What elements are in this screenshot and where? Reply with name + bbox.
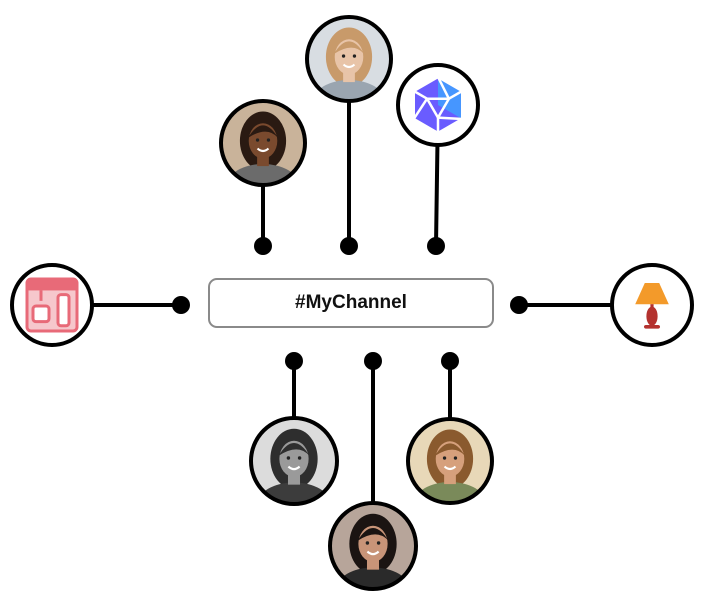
connector-dot <box>441 352 459 370</box>
channel-box[interactable]: #MyChannel <box>208 278 494 328</box>
connector-lines <box>90 99 614 505</box>
avatar-woman-blonde[interactable] <box>305 15 393 122</box>
connector-line <box>434 142 440 248</box>
polyhedron-logo-icon[interactable] <box>396 63 480 147</box>
member-nodes <box>10 15 694 611</box>
avatar-woman-dark-hair[interactable] <box>328 501 418 611</box>
connector-dot <box>340 237 358 255</box>
table-lamp-icon[interactable] <box>610 263 694 347</box>
connector-dot <box>254 237 272 255</box>
connector-dot <box>364 352 382 370</box>
avatar-man-grayscale[interactable] <box>249 416 339 526</box>
connector-dot <box>172 296 190 314</box>
coffee-machine-icon[interactable] <box>10 263 94 347</box>
connector-dot <box>285 352 303 370</box>
connector-dot <box>427 237 445 255</box>
avatar-woman-curly-hair[interactable] <box>219 99 307 206</box>
channel-label: #MyChannel <box>295 292 407 313</box>
avatar-man-glasses[interactable] <box>406 417 494 524</box>
connector-dot <box>510 296 528 314</box>
